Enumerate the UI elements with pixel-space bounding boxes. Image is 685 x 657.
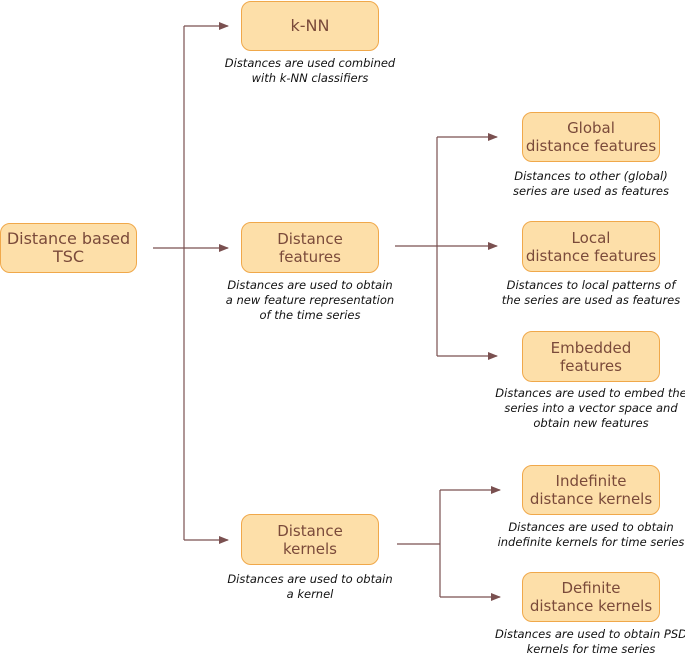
caption-line: with k-NN classifiers <box>251 71 369 85</box>
caption-line: Distances to other (global) <box>514 169 668 183</box>
caption-line: Distances are used to obtain <box>227 278 393 292</box>
node-local-distance-features: Local distance features <box>522 221 660 272</box>
caption-distance-features: Distances are used to obtain a new featu… <box>210 278 410 323</box>
node-global-distance-features: Global distance features <box>522 112 660 162</box>
caption-line: Distances are used to obtain <box>508 520 674 534</box>
node-definite-distance-kernels: Definite distance kernels <box>522 572 660 622</box>
caption-line: Distances to local patterns of <box>506 278 676 292</box>
caption-line: the series are used as features <box>501 293 681 307</box>
caption-line: a kernel <box>286 587 334 601</box>
caption-line: Distances are used to embed the <box>495 386 685 400</box>
caption-global: Distances to other (global) series are u… <box>491 169 685 199</box>
caption-line: series into a vector space and <box>504 401 678 415</box>
caption-distance-kernels: Distances are used to obtain a kernel <box>210 572 410 602</box>
caption-embedded: Distances are used to embed the series i… <box>491 386 685 431</box>
caption-line: a new feature representation <box>225 293 395 307</box>
caption-line: of the time series <box>259 308 361 322</box>
caption-line: Distances are used to obtain PSD <box>494 627 685 641</box>
caption-definite: Distances are used to obtain PSD kernels… <box>491 627 685 657</box>
node-distance-kernels: Distance kernels <box>241 514 379 565</box>
node-indefinite-distance-kernels: Indefinite distance kernels <box>522 465 660 515</box>
node-distance-features: Distance features <box>241 222 379 273</box>
node-knn: k-NN <box>241 1 379 51</box>
node-distance-based-tsc: Distance based TSC <box>0 223 137 273</box>
caption-line: Distances are used to obtain <box>227 572 393 586</box>
caption-indefinite: Distances are used to obtain indefinite … <box>491 520 685 550</box>
caption-local: Distances to local patterns of the serie… <box>491 278 685 308</box>
caption-line: obtain new features <box>533 416 649 430</box>
caption-line: kernels for time series <box>526 642 656 656</box>
node-embedded-features: Embedded features <box>522 331 660 382</box>
caption-line: indefinite kernels for time series <box>497 535 685 549</box>
caption-line: Distances are used combined <box>224 56 396 70</box>
caption-knn: Distances are used combined with k-NN cl… <box>210 56 410 86</box>
caption-line: series are used as features <box>513 184 669 198</box>
